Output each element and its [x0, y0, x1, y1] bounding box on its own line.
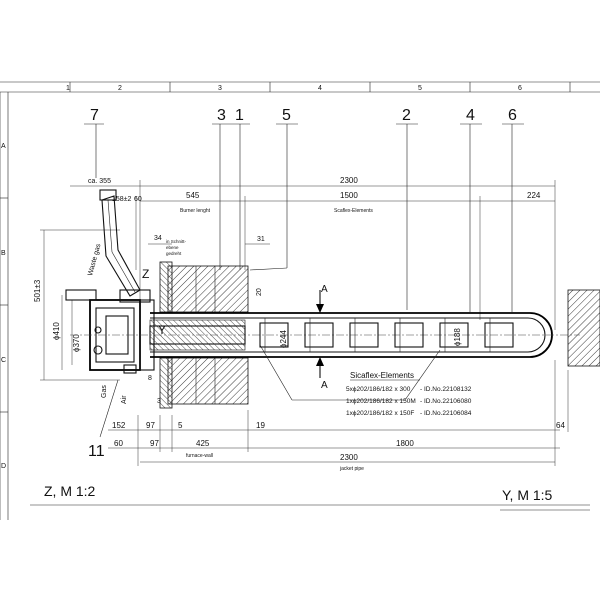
air-label: Air [121, 395, 128, 404]
part-number-6: 6 [508, 107, 517, 124]
dim-60: 60 [134, 196, 142, 203]
caption-jacket-pipe: jacket pipe [339, 466, 364, 472]
sicaflex-spec: 1xϕ202/186/182 x 150M [346, 398, 416, 405]
column-label: 1 [66, 85, 70, 92]
sicaflex-title: Sicaflex-Elements [350, 371, 414, 380]
dim-20: 20 [256, 288, 263, 296]
part-numbers: 7 3 1 5 2 4 6 11 [84, 107, 524, 460]
part-number-7: 7 [90, 107, 99, 124]
sicaflex-id: - ID.No.22106084 [420, 410, 472, 417]
column-label: 3 [218, 85, 222, 92]
dim-34: 34 [154, 235, 162, 242]
sicaflex-id: - ID.No.22106080 [420, 398, 472, 405]
left-dimensions: 501±3 ϕ410 ϕ370 [33, 229, 120, 381]
dim-19: 19 [256, 421, 265, 430]
caption-scaflex-elements: Scaflex-Elements [334, 208, 373, 214]
dim-2300-top: 2300 [340, 176, 358, 185]
dim-ca355: ca. 355 [88, 178, 111, 185]
z-marker: Z [142, 267, 149, 281]
column-label: 5 [418, 85, 422, 92]
dim-5: 5 [178, 421, 183, 430]
jacket-pipe [70, 312, 580, 358]
sicaflex-id: - ID.No.22108132 [420, 386, 472, 393]
column-label: 2 [118, 85, 122, 92]
dim-phi370: ϕ370 [72, 334, 81, 352]
dim-224: 224 [527, 191, 541, 200]
schnitt-note: gedreht [166, 251, 182, 256]
dim-97-row1: 97 [146, 421, 155, 430]
caption-furnace-wall: furnace-wall [186, 453, 213, 459]
sicaflex-spec: 5xϕ202/186/182 x 300 [346, 386, 411, 393]
dim-158: 158±2 [112, 196, 132, 203]
waste-gas-label: Waste gas [87, 243, 102, 277]
row-label: B [1, 250, 6, 257]
part-number-11: 11 [88, 443, 105, 460]
row-label: C [1, 357, 6, 364]
dim-8: 8 [148, 375, 152, 382]
part-number-5: 5 [282, 107, 291, 124]
waste-gas-duct: Waste gas [87, 189, 141, 297]
section-a-markers: A A [316, 284, 328, 391]
drawing-frame: 1 2 3 4 5 6 A B C D [0, 81, 600, 520]
schnitt-note: ebene [166, 245, 179, 250]
section-a-bottom: A [321, 380, 328, 391]
bottom-dimensions: 8 3 152 97 5 19 64 60 97 425 1800 furnac… [108, 360, 569, 472]
sicaflex-elements: ϕ244 ϕ188 [259, 318, 514, 352]
dim-phi244: ϕ244 [279, 330, 288, 348]
dim-1500: 1500 [340, 191, 358, 200]
section-a-top: A [321, 284, 328, 295]
schnitt-note: in Schnitt- [166, 239, 187, 244]
furnace-wall [159, 261, 249, 409]
row-label: D [1, 463, 6, 470]
part-number-3: 3 [217, 107, 226, 124]
scale-label-z: Z, M 1:2 [44, 483, 96, 499]
dim-phi410: ϕ410 [52, 322, 61, 340]
dim-3: 3 [157, 398, 161, 405]
dim-501: 501±3 [33, 279, 42, 302]
scale-label-y: Y, M 1:5 [502, 487, 553, 503]
scale-labels: Z, M 1:2 Y, M 1:5 [30, 483, 590, 511]
dim-425: 425 [196, 439, 210, 448]
column-label: 4 [318, 85, 322, 92]
dim-1800: 1800 [396, 439, 414, 448]
caption-burner-lenght: Burner lenght [180, 208, 211, 214]
part-number-1: 1 [235, 107, 244, 124]
dim-152: 152 [112, 421, 126, 430]
dim-97-row2: 97 [150, 439, 159, 448]
dim-545: 545 [186, 191, 200, 200]
gas-label: Gas [101, 385, 108, 398]
dim-64: 64 [556, 421, 565, 430]
dim-phi188: ϕ188 [453, 328, 462, 346]
right-wall-detail [567, 289, 600, 367]
part-number-2: 2 [402, 107, 411, 124]
dim-2300-bottom: 2300 [340, 453, 358, 462]
top-dimensions: ca. 355 158±2 60 545 2300 1500 224 Burne… [70, 176, 556, 330]
dim-31: 31 [257, 236, 265, 243]
sicaflex-callout: Sicaflex-Elements 5xϕ202/186/182 x 300 -… [259, 344, 472, 417]
column-label: 6 [518, 85, 522, 92]
dim-60-row2: 60 [114, 439, 123, 448]
row-label: A [1, 143, 6, 150]
part-number-4: 4 [466, 107, 475, 124]
sicaflex-spec: 1xϕ202/186/182 x 150F [346, 410, 414, 417]
